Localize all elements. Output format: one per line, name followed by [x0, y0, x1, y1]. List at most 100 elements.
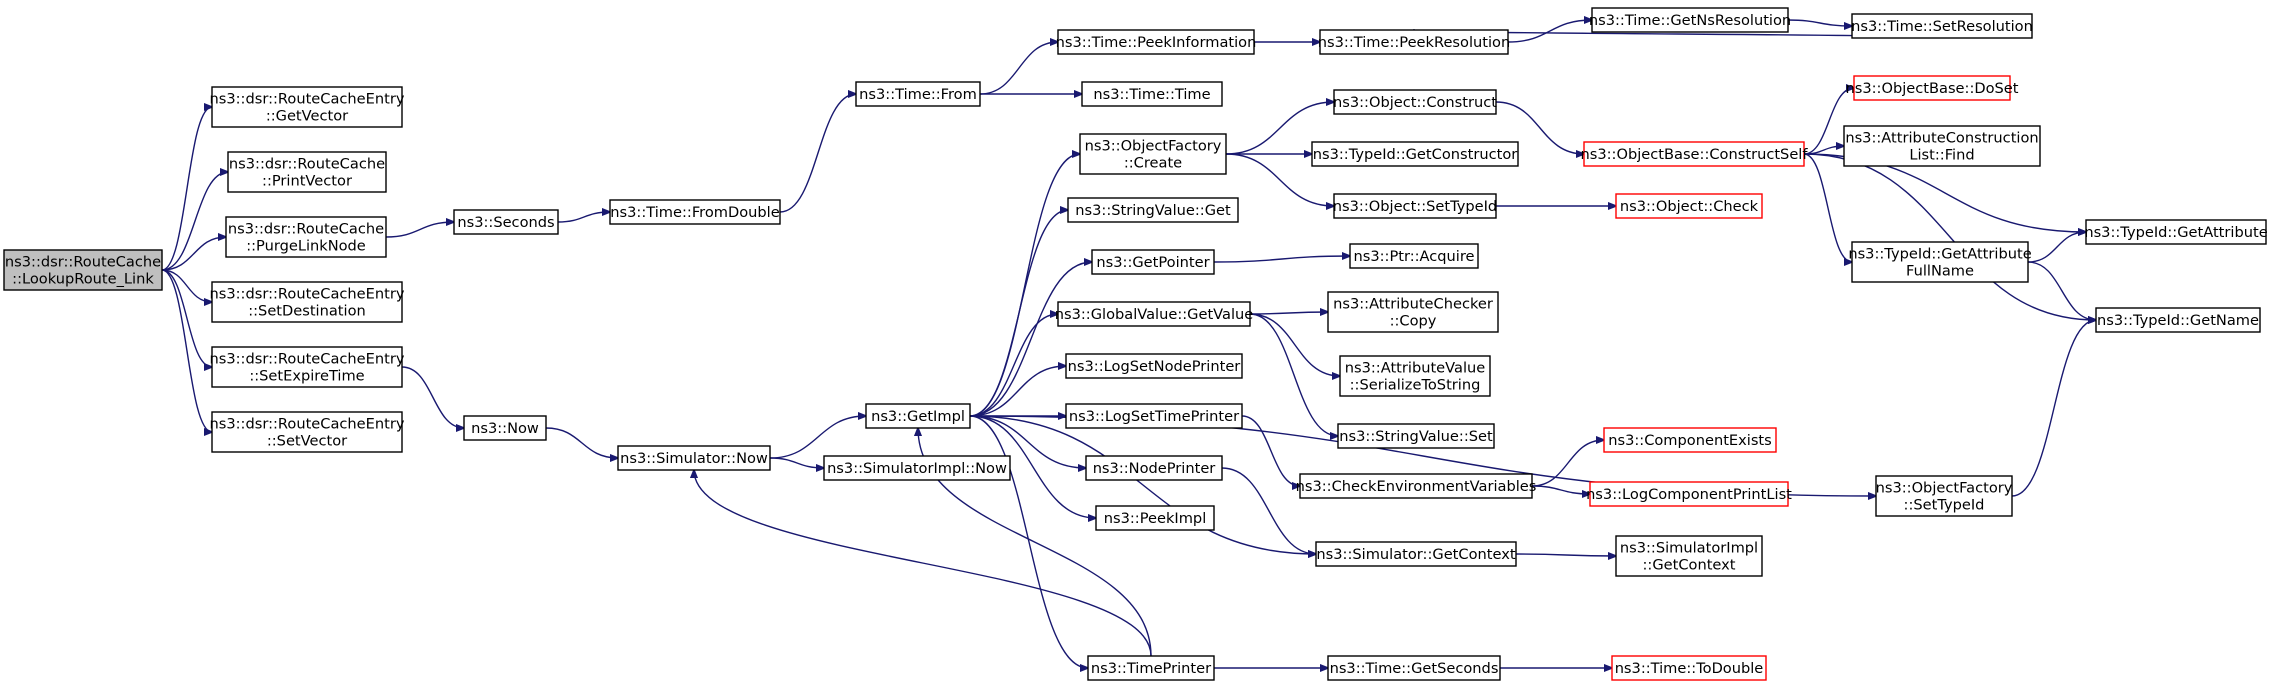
node-rce-getvector[interactable]: ns3::dsr::RouteCacheEntry::GetVector: [210, 86, 405, 128]
edge-getimpl-to-sim-getcontext: [969, 415, 1316, 554]
node-typeid-getconstructor[interactable]: ns3::TypeId::GetConstructor: [1311, 141, 1519, 167]
node-label: ns3::Time::From: [859, 86, 977, 103]
node-box: [1843, 125, 2041, 167]
node-box: [1611, 655, 1767, 681]
node-box: [1603, 427, 1777, 453]
node-attrchecker-copy[interactable]: ns3::AttributeChecker::Copy: [1327, 291, 1499, 333]
edge-typeid-getattrfullname-to-typeid-getname: [2027, 261, 2096, 320]
edge-globalvalue-getvalue-to-attrvalue-serialize: [1249, 313, 1340, 376]
node-simimpl-now[interactable]: ns3::SimulatorImpl::Now: [823, 455, 1011, 481]
node-time-getseconds[interactable]: ns3::Time::GetSeconds: [1327, 655, 1501, 681]
node-time-from[interactable]: ns3::Time::From: [855, 81, 981, 107]
node-componentexists[interactable]: ns3::ComponentExists: [1603, 427, 1777, 453]
node-box: [855, 81, 981, 107]
node-box: [1327, 655, 1501, 681]
node-sim-now[interactable]: ns3::Simulator::Now: [617, 445, 771, 471]
node-box: [1853, 75, 2011, 101]
node-stringvalue-get[interactable]: ns3::StringValue::Get: [1067, 197, 1239, 223]
node-label: ns3::dsr::RouteCache: [229, 156, 385, 173]
node-time-peekresolution[interactable]: ns3::Time::PeekResolution: [1318, 29, 1510, 55]
node-root[interactable]: ns3::dsr::RouteCache::LookupRoute_Link: [3, 249, 163, 291]
node-label: ns3::Simulator::GetContext: [1316, 546, 1515, 563]
node-logsetnodeprinter[interactable]: ns3::LogSetNodePrinter: [1065, 353, 1243, 379]
node-label: ns3::ObjectBase::ConstructSelf: [1581, 146, 1809, 163]
node-label: ns3::Time::PeekInformation: [1056, 34, 1257, 51]
node-objfactory-create[interactable]: ns3::ObjectFactory::Create: [1079, 133, 1227, 175]
node-box: [1319, 29, 1509, 55]
node-label: ns3::dsr::RouteCacheEntry: [210, 351, 405, 368]
edge-getimpl-to-nodeprinter: [969, 415, 1086, 468]
node-sim-getcontext[interactable]: ns3::Simulator::GetContext: [1315, 541, 1517, 567]
node-rce-setexpiretime[interactable]: ns3::dsr::RouteCacheEntry::SetExpireTime: [210, 346, 405, 388]
node-nodeprinter[interactable]: ns3::NodePrinter: [1085, 455, 1223, 481]
node-label: ns3::SimulatorImpl::Now: [827, 460, 1007, 477]
node-rce-setvector[interactable]: ns3::dsr::RouteCacheEntry::SetVector: [210, 411, 405, 453]
node-object-settypeid[interactable]: ns3::Object::SetTypeId: [1333, 193, 1497, 219]
edge-getimpl-to-getpointer: [969, 262, 1092, 417]
node-now[interactable]: ns3::Now: [463, 415, 547, 441]
node-simimpl-getcontext[interactable]: ns3::SimulatorImpl::GetContext: [1615, 535, 1763, 577]
edge-getimpl-to-logsetnodeprinter: [969, 366, 1066, 417]
node-time-fromdouble[interactable]: ns3::Time::FromDouble: [609, 199, 781, 225]
node-box: [1057, 301, 1251, 327]
edge-objbase-constructself-to-typeid-getattrfullname: [1803, 153, 1852, 262]
edge-rc-purgelinknode-to-seconds: [385, 222, 454, 238]
node-time-peekinfo[interactable]: ns3::Time::PeekInformation: [1056, 29, 1257, 55]
node-label: ns3::CheckEnvironmentVariables: [1296, 478, 1537, 495]
node-objbase-constructself[interactable]: ns3::ObjectBase::ConstructSelf: [1581, 141, 1809, 167]
node-box: [1327, 291, 1499, 333]
node-logcomponentprintlist[interactable]: ns3::LogComponentPrintList: [1586, 481, 1792, 507]
node-box: [1087, 655, 1215, 681]
edge-getimpl-to-objfactory-create: [969, 154, 1080, 417]
node-label: ns3::TypeId::GetConstructor: [1313, 146, 1518, 163]
edge-logsettimeprinter-to-checkenvvars: [1241, 415, 1300, 486]
node-peekimpl[interactable]: ns3::PeekImpl: [1095, 505, 1215, 531]
node-box: [1081, 81, 1223, 107]
node-label: ns3::ObjectBase::DoSet: [1845, 80, 2018, 97]
node-box: [1333, 89, 1497, 115]
node-box: [211, 86, 403, 128]
node-rce-setdestination[interactable]: ns3::dsr::RouteCacheEntry::SetDestinatio…: [210, 281, 405, 323]
node-typeid-getattribute[interactable]: ns3::TypeId::GetAttribute: [2084, 219, 2268, 245]
node-objbase-doset[interactable]: ns3::ObjectBase::DoSet: [1845, 75, 2019, 101]
node-label: ::Copy: [1390, 313, 1437, 330]
node-getimpl[interactable]: ns3::GetImpl: [865, 403, 971, 429]
node-label: ns3::GlobalValue::GetValue: [1055, 306, 1254, 323]
node-object-construct[interactable]: ns3::Object::Construct: [1333, 89, 1497, 115]
node-label: ns3::GetPointer: [1096, 254, 1209, 271]
node-timeprinter[interactable]: ns3::TimePrinter: [1087, 655, 1215, 681]
node-object-check[interactable]: ns3::Object::Check: [1615, 193, 1763, 219]
node-attrvalue-serialize[interactable]: ns3::AttributeValue::SerializeToString: [1339, 355, 1491, 397]
node-time-time[interactable]: ns3::Time::Time: [1081, 81, 1223, 107]
node-globalvalue-getvalue[interactable]: ns3::GlobalValue::GetValue: [1055, 301, 1254, 327]
node-label: ns3::AttributeValue: [1345, 360, 1486, 377]
node-label: ns3::GetImpl: [871, 408, 965, 425]
node-label: ::PrintVector: [262, 173, 352, 190]
node-label: ns3::SimulatorImpl: [1620, 540, 1758, 557]
node-time-getnsresolution[interactable]: ns3::Time::GetNsResolution: [1589, 7, 1791, 33]
node-box: [617, 445, 771, 471]
node-label: ns3::Time::GetNsResolution: [1589, 12, 1791, 29]
node-label: ns3::LogComponentPrintList: [1586, 486, 1792, 503]
edge-root-to-rce-setexpiretime: [161, 269, 212, 367]
node-rc-purgelinknode[interactable]: ns3::dsr::RouteCache::PurgeLinkNode: [225, 216, 387, 258]
node-rc-printvector[interactable]: ns3::dsr::RouteCache::PrintVector: [227, 151, 387, 193]
edge-getimpl-to-timeprinter: [969, 415, 1088, 668]
node-time-setresolution[interactable]: ns3::Time::SetResolution: [1851, 13, 2033, 39]
node-ptr-acquire[interactable]: ns3::Ptr::Acquire: [1349, 243, 1479, 269]
node-seconds[interactable]: ns3::Seconds: [453, 209, 559, 235]
node-logsettimeprinter[interactable]: ns3::LogSetTimePrinter: [1065, 403, 1243, 429]
node-objfactory-settypeid[interactable]: ns3::ObjectFactory::SetTypeId: [1875, 475, 2013, 517]
node-label: ns3::Time::Time: [1093, 86, 1210, 103]
node-box: [1299, 473, 1533, 499]
node-label: ::SetTypeId: [1904, 497, 1985, 514]
node-typeid-getname[interactable]: ns3::TypeId::GetName: [2095, 307, 2261, 333]
node-label: ns3::ObjectFactory: [1876, 480, 2013, 497]
node-stringvalue-set[interactable]: ns3::StringValue::Set: [1337, 423, 1495, 449]
node-checkenvvars[interactable]: ns3::CheckEnvironmentVariables: [1296, 473, 1537, 499]
node-label: ns3::Time::SetResolution: [1851, 18, 2033, 35]
node-time-todouble[interactable]: ns3::Time::ToDouble: [1611, 655, 1767, 681]
node-getpointer[interactable]: ns3::GetPointer: [1091, 249, 1215, 275]
